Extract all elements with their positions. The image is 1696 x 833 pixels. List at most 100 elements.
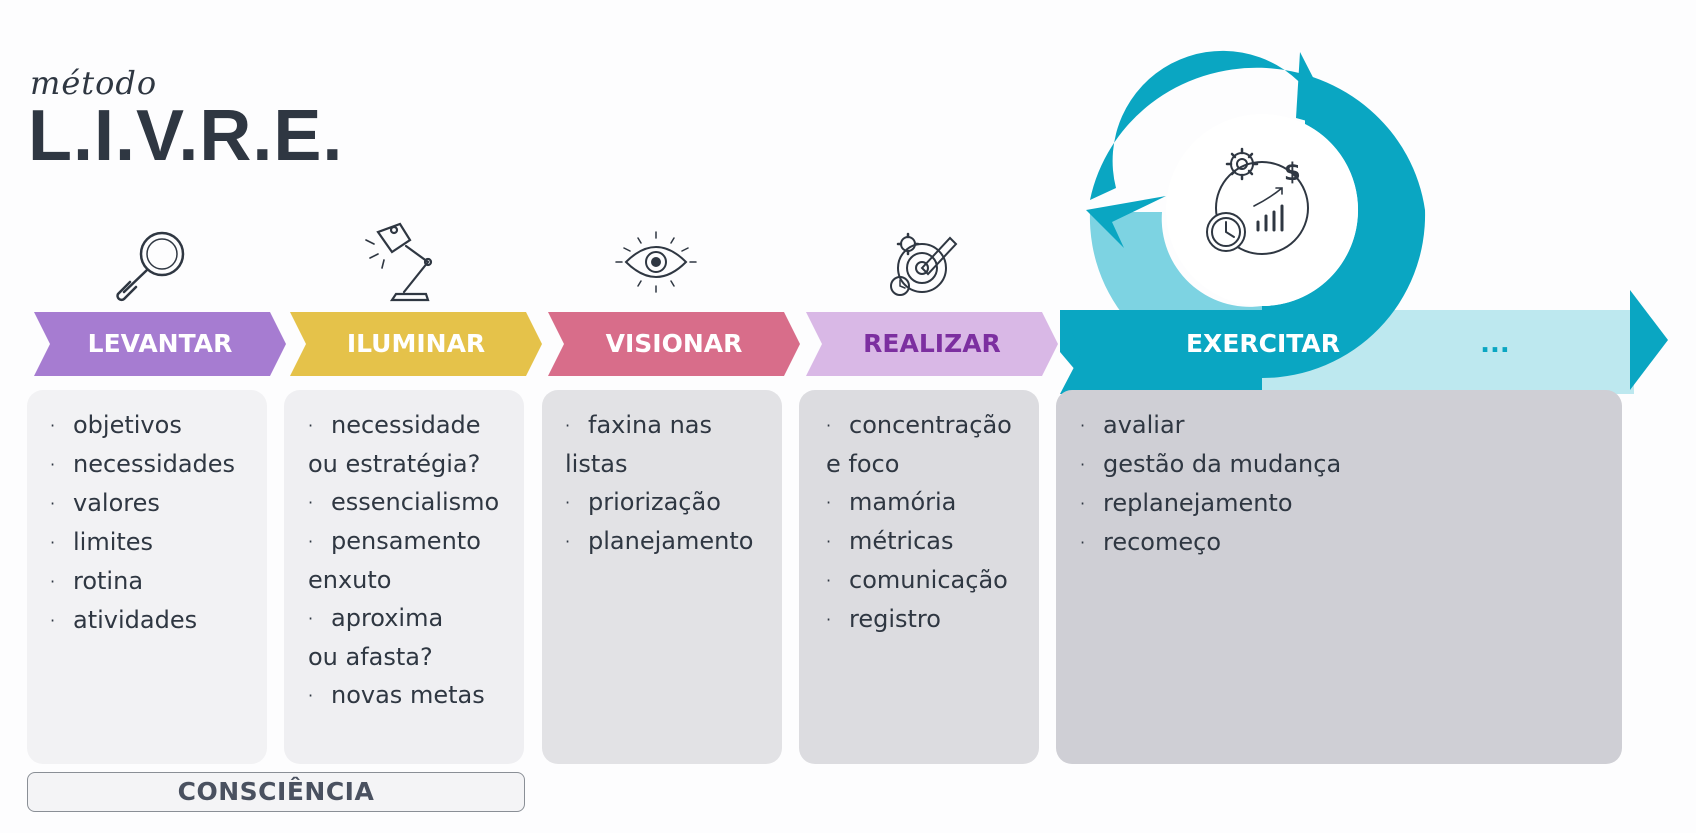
- bullet: ·: [565, 416, 571, 435]
- list-item-text: avaliar: [1103, 411, 1185, 439]
- bullet: ·: [826, 493, 832, 512]
- bullet: ·: [308, 532, 314, 551]
- list-item: ·limites: [50, 523, 235, 562]
- list-item: ou afasta?: [308, 638, 499, 676]
- bullet: ·: [826, 416, 832, 435]
- list-item: listas: [565, 445, 753, 483]
- bullet: ·: [826, 610, 832, 629]
- list-item: · faxina nas: [565, 406, 753, 445]
- list-item: · concentração: [826, 406, 1012, 445]
- list-item: enxuto: [308, 561, 499, 599]
- step-label-iluminar: ILUMINAR: [346, 329, 486, 358]
- list-item: · recomeço: [1080, 523, 1341, 562]
- bullet: ·: [1080, 494, 1086, 513]
- list-item: e foco: [826, 445, 1012, 483]
- list-item-text: gestão da mudança: [1103, 450, 1342, 478]
- continuation-arrowhead: [1630, 290, 1668, 390]
- bullet: ·: [565, 493, 571, 512]
- eye-icon: [615, 231, 697, 293]
- bullet: ·: [826, 532, 832, 551]
- bullet: ·: [308, 686, 314, 705]
- list-item-text: registro: [849, 605, 941, 633]
- chevron-iluminar: [290, 312, 542, 376]
- list-item-text: métricas: [849, 527, 954, 555]
- cycle-center: [1166, 114, 1358, 306]
- list-item: · avaliar: [1080, 406, 1341, 445]
- list-item-text: atividades: [73, 606, 198, 634]
- list-item-text: essencialismo: [331, 488, 500, 516]
- list-item-text: necessidades: [73, 450, 236, 478]
- list-item-text: mamória: [849, 488, 957, 516]
- list-levantar: ·objetivos·necessidades·valores·limites·…: [50, 406, 235, 640]
- list-item: ou estratégia?: [308, 445, 499, 483]
- list-item: · gestão da mudança: [1080, 445, 1341, 484]
- list-item-text: necessidade: [331, 411, 481, 439]
- list-item: · mamória: [826, 483, 1012, 522]
- list-item-text: ou afasta?: [308, 643, 433, 671]
- chevron-levantar: [34, 312, 286, 376]
- list-item-text: objetivos: [73, 411, 182, 439]
- cycle-gear-money-icon: $: [1206, 147, 1309, 255]
- list-item: · rotina: [50, 562, 235, 601]
- target-gear-icon: [890, 232, 958, 296]
- consciencia-bar: CONSCIÊNCIA: [27, 772, 525, 812]
- list-item-text: novas metas: [331, 681, 485, 709]
- column-levantar: [27, 390, 267, 764]
- list-item-text: comunicação: [849, 566, 1008, 594]
- magnifier-icon: [116, 231, 185, 302]
- list-iluminar: · necessidade ou estratégia? · essencialismo…: [308, 406, 499, 715]
- list-item: · necessidade: [308, 406, 499, 445]
- list-item-text: e foco: [826, 450, 900, 478]
- list-item: · valores: [50, 484, 235, 523]
- list-item-text: rotina: [73, 567, 144, 595]
- list-item: ·atividades: [50, 601, 235, 640]
- brand-small-title: método: [30, 64, 158, 102]
- list-item-text: aproxima: [331, 604, 444, 632]
- bullet: ·: [50, 494, 56, 513]
- list-item-text: concentração: [849, 411, 1012, 439]
- list-item: · pensamento: [308, 522, 499, 561]
- list-item: · planejamento: [565, 522, 753, 561]
- svg-text:$: $: [1284, 158, 1301, 186]
- bullet: ·: [308, 493, 314, 512]
- column-realizar: [799, 390, 1039, 764]
- list-item: · registro: [826, 600, 1012, 639]
- step-label-visionar: VISIONAR: [605, 329, 743, 358]
- bullet: ·: [826, 571, 832, 590]
- list-item-text: planejamento: [588, 527, 754, 555]
- column-exercitar: [1056, 390, 1622, 764]
- list-item: · aproxima: [308, 599, 499, 638]
- step-label-exercitar: EXERCITAR: [1185, 329, 1341, 358]
- column-iluminar: [284, 390, 524, 764]
- list-item-text: valores: [73, 489, 160, 517]
- bullet: ·: [308, 609, 314, 628]
- list-item: · essencialismo: [308, 483, 499, 522]
- list-item: · novas metas: [308, 676, 499, 715]
- bullet: ·: [1080, 416, 1086, 435]
- list-item-text: pensamento: [331, 527, 481, 555]
- bullet: ·: [565, 532, 571, 551]
- list-item-text: faxina nas: [588, 411, 712, 439]
- bullet: ·: [1080, 455, 1086, 474]
- list-item-text: recomeço: [1103, 528, 1222, 556]
- cycle-ring: [1060, 50, 1426, 394]
- list-visionar: · faxina nas listas · priorização · planejamen…: [565, 406, 753, 561]
- list-realizar: · concentração e foco · mamória · métricas · com…: [826, 406, 1012, 639]
- step-label-realizar: REALIZAR: [863, 329, 1001, 358]
- list-item: ·objetivos: [50, 406, 235, 445]
- bullet: ·: [1080, 533, 1086, 552]
- bullet: ·: [50, 572, 56, 591]
- list-item-text: ou estratégia?: [308, 450, 481, 478]
- list-item: · métricas: [826, 522, 1012, 561]
- list-item: · priorização: [565, 483, 753, 522]
- bullet: ·: [308, 416, 314, 435]
- list-item-text: enxuto: [308, 566, 392, 594]
- continuation-label: ...: [1480, 329, 1510, 359]
- list-item-text: priorização: [588, 488, 721, 516]
- list-item-text: listas: [565, 450, 628, 478]
- list-item-text: replanejamento: [1103, 489, 1293, 517]
- step-label-levantar: LEVANTAR: [87, 329, 233, 358]
- list-exercitar: · avaliar · gestão da mudança · replanejament…: [1080, 406, 1341, 562]
- brand-title: L.I.V.R.E.: [28, 96, 344, 176]
